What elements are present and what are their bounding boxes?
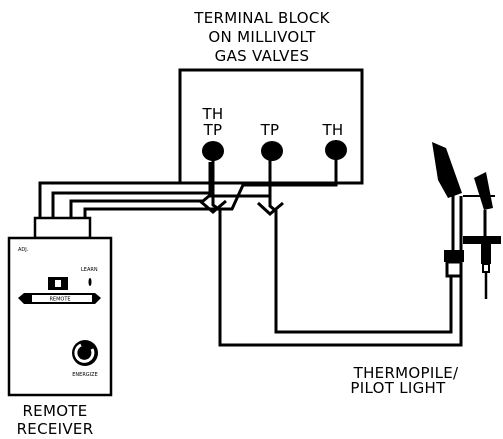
wire-thermopile-outer [211, 151, 463, 347]
receiver-energize-label: ENERGIZE [72, 372, 97, 378]
thermocouple-tip [482, 263, 490, 273]
thermopile-body-lower [445, 260, 463, 278]
terminal-label-th: TH [321, 121, 343, 139]
receiver-switch-knob-inner [55, 280, 61, 287]
pilot-hood-left-icon [432, 142, 462, 198]
terminal-label-th-top: TH [201, 105, 223, 123]
thermocouple-body [481, 244, 491, 264]
thermopile-body [444, 250, 464, 262]
receiver-switch-slot-face [32, 295, 92, 302]
terminal-label-tp-left: TP [203, 121, 223, 139]
wires [38, 150, 463, 347]
terminal-screw-th [325, 140, 347, 160]
receiver-body [7, 236, 113, 397]
receiver-adj-label: ADJ. [18, 247, 29, 253]
terminal-label-tp: TP [260, 121, 280, 139]
remote-receiver: ADJ. LEARN REMOTE ENERGIZE [7, 216, 113, 397]
pilot-hood-right-icon [474, 172, 493, 210]
thermopile-assembly [432, 142, 501, 299]
terminal-screw-th-tp [202, 141, 224, 161]
thermopile-caption-line-2: PILOT LIGHT [350, 379, 446, 397]
terminal-block-title-line-2: ON MILLIVOLT [208, 28, 316, 46]
energize-button-highlight [74, 343, 95, 363]
receiver-learn-label: LEARN [81, 267, 98, 273]
pilot-bracket-bar [463, 236, 501, 244]
terminal-block-title-line-3: GAS VALVES [215, 47, 310, 65]
remote-receiver-caption-line-1: REMOTE [22, 402, 87, 420]
terminal-screw-tp [261, 141, 283, 161]
receiver-top-connector [33, 216, 92, 240]
wire-crossing-left [199, 199, 227, 214]
wire-crossing-right [256, 201, 284, 216]
terminal-block-title: TERMINAL BLOCK ON MILLIVOLT GAS VALVES [193, 9, 330, 65]
learn-indicator-icon [88, 278, 92, 286]
wire-th-to-receiver [83, 150, 338, 218]
wire-th-tp-to-receiver-inner [51, 162, 212, 218]
wire-thermopile-inner [268, 151, 453, 334]
terminal-screws [202, 140, 347, 161]
remote-receiver-caption-line-2: RECEIVER [17, 420, 94, 438]
thermopile-caption-line-1: THERMOPILE/ [353, 364, 459, 382]
receiver-switch-label: REMOTE [49, 297, 70, 303]
terminal-block-title-line-1: TERMINAL BLOCK [193, 9, 330, 27]
